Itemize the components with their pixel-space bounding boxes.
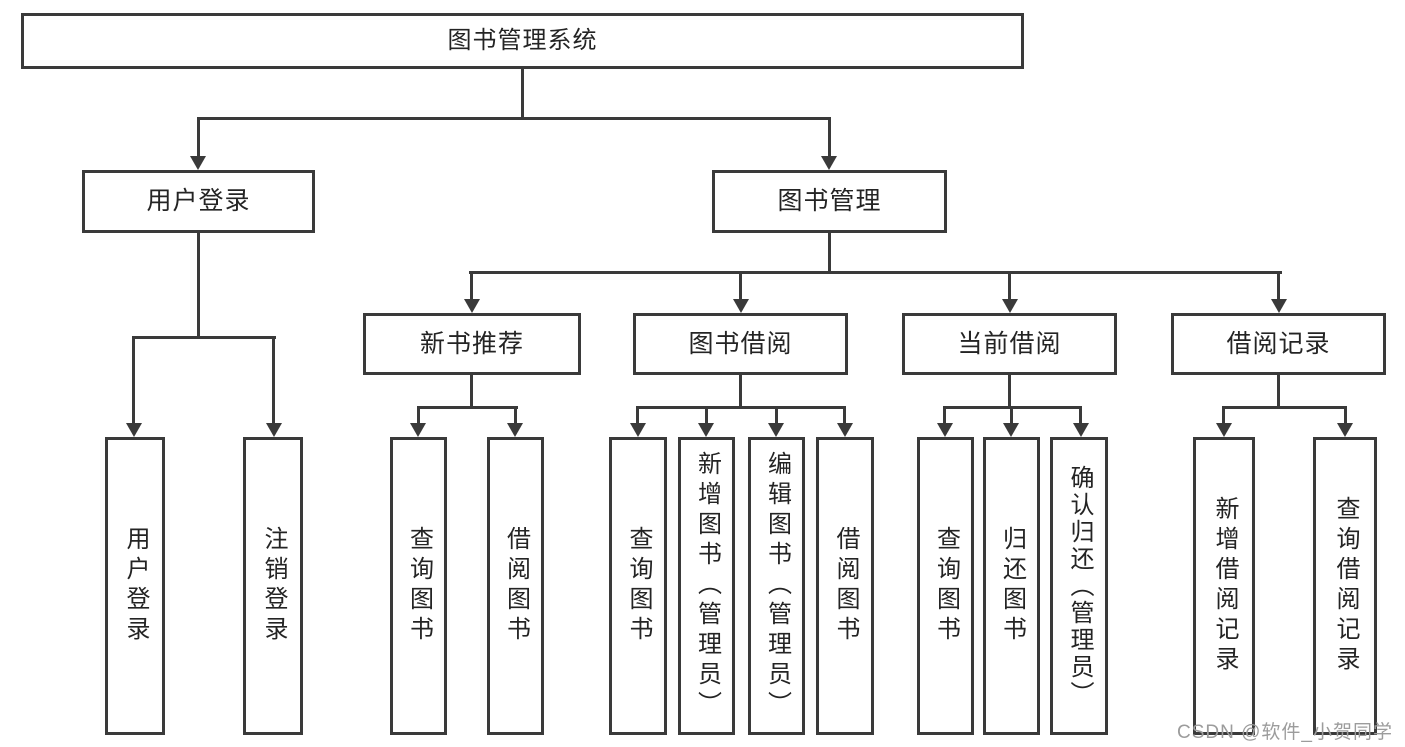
leaf-recommend-borrow-books: 借阅图书 [487,437,544,735]
arrow-to-borrow-edit [768,423,784,437]
connector-level2-split [197,117,831,120]
connector-recommend-split [417,406,518,409]
connector-mgmt-drop [828,117,831,157]
arrow-to-borrow-add [698,423,714,437]
arrow-to-records-query [1337,423,1353,437]
leaf-current-query-books: 查询图书 [917,437,974,735]
arrow-to-cur-confirm [1073,423,1089,437]
connector-mgmt-stem [828,233,831,274]
arrow-to-borrow [733,299,749,313]
arrow-to-records [1271,299,1287,313]
arrow-to-borrow-query [630,423,646,437]
arrow-to-current [1002,299,1018,313]
arrow-to-borrow-borrow [837,423,853,437]
leaf-borrow-edit-books-admin: 编辑图书（管理员） [748,437,805,735]
connector-logout-drop [272,336,275,424]
arrow-to-cur-query [937,423,953,437]
connector-cur-confirm-drop [1079,406,1082,424]
leaf-borrow-add-books-admin: 新增图书（管理员） [678,437,735,735]
connector-borrow-split [636,406,846,409]
connector-borrow-add-drop [705,406,708,424]
arrow-to-rec-borrow [507,423,523,437]
node-book-management-system: 图书管理系统 [21,13,1024,69]
connector-cur-return-drop [1010,406,1013,424]
connector-records-split [1222,406,1347,409]
arrow-to-book-mgmt [821,156,837,170]
connector-recommend-drop [470,271,473,300]
connector-cur-query-drop [943,406,946,424]
connector-borrow-edit-drop [775,406,778,424]
connector-login-split [132,336,276,339]
connector-level3-split [469,271,1282,274]
connector-rec-borrow-drop [514,406,517,424]
leaf-records-query-record: 查询借阅记录 [1313,437,1377,735]
node-book-mgmt: 图书管理 [712,170,947,233]
leaf-records-add-record: 新增借阅记录 [1193,437,1255,735]
connector-records-stem [1277,375,1280,409]
connector-borrow-query-drop [636,406,639,424]
node-user-login: 用户登录 [82,170,315,233]
arrow-to-leaf-user-login [126,423,142,437]
connector-loginuser-drop [132,336,135,424]
arrow-to-recommend [464,299,480,313]
arrow-to-leaf-logout [266,423,282,437]
connector-records-add-drop [1222,406,1225,424]
node-current-borrow: 当前借阅 [902,313,1117,375]
leaf-current-confirm-return-admin: 确认归还（管理员） [1050,437,1108,735]
leaf-current-return-books: 归还图书 [983,437,1040,735]
node-borrow-records: 借阅记录 [1171,313,1386,375]
node-new-book-recommend: 新书推荐 [363,313,581,375]
connector-borrow-borrow-drop [843,406,846,424]
connector-login-stem [197,233,200,336]
connector-rec-query-drop [417,406,420,424]
leaf-logout: 注销登录 [243,437,303,735]
leaf-recommend-query-books: 查询图书 [390,437,447,735]
arrow-to-cur-return [1003,423,1019,437]
node-book-borrow: 图书借阅 [633,313,848,375]
arrow-to-records-add [1216,423,1232,437]
leaf-user-login: 用户登录 [105,437,165,735]
csdn-watermark: CSDN @软件_小贺同学 [1177,722,1393,743]
connector-borrow-stem [739,375,742,409]
connector-records-drop [1277,271,1280,300]
leaf-borrow-query-books: 查询图书 [609,437,667,735]
connector-current-stem [1008,375,1011,409]
connector-root-stem [521,69,524,117]
connector-login-drop [197,117,200,157]
arrow-to-user-login [190,156,206,170]
arrow-to-rec-query [410,423,426,437]
connector-current-drop [1008,271,1011,300]
connector-recommend-stem [470,375,473,409]
leaf-borrow-borrow-books: 借阅图书 [816,437,874,735]
connector-borrow-drop [739,271,742,300]
connector-records-query-drop [1344,406,1347,424]
